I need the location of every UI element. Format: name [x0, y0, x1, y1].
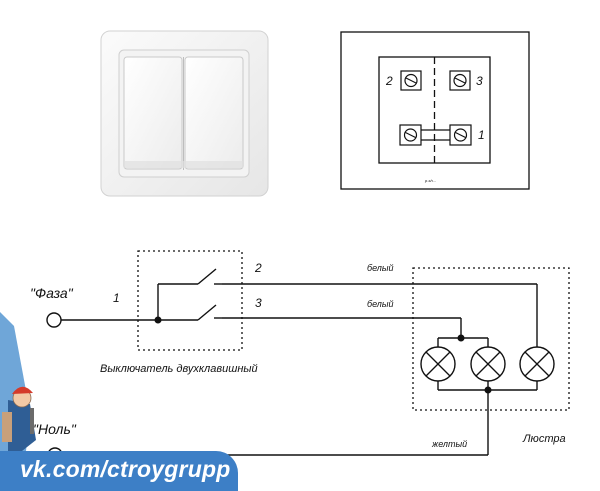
chandelier-box	[412, 267, 570, 411]
neutral-label: "Ноль"	[33, 421, 77, 437]
yellow-wire-label: желтый	[431, 439, 467, 449]
terminal-label-1: 1	[478, 128, 485, 142]
white-wire-top-label: белый	[367, 263, 393, 273]
lamp-2	[470, 346, 506, 382]
wire-2-label: 2	[254, 261, 262, 275]
terminal-label-3: 3	[476, 74, 483, 88]
switch-contact-lower	[197, 304, 217, 321]
switch-photo	[100, 30, 269, 197]
switch-key-right	[184, 56, 244, 170]
chandelier-caption: Люстра	[522, 433, 566, 445]
switch-box	[137, 250, 243, 351]
terminal-block-drawing: 2 3 1 p-sh...	[340, 31, 530, 190]
wire-1-label: 1	[113, 291, 120, 305]
watermark-banner	[0, 451, 238, 491]
terminal-caption: p-sh...	[424, 178, 436, 183]
lamp-1	[420, 346, 456, 382]
switch-key-left	[123, 56, 183, 170]
wiring-diagram	[46, 250, 570, 463]
wire-3-label: 3	[255, 296, 262, 310]
electrician-mascot-icon	[0, 312, 36, 451]
white-wire-bottom-label: белый	[367, 299, 393, 309]
switch-contact-upper	[197, 268, 217, 285]
terminal-label-2: 2	[385, 74, 393, 88]
phase-label: "Фаза"	[30, 285, 74, 301]
lamp-3	[519, 346, 555, 382]
phase-terminal	[46, 312, 62, 328]
switch-caption: Выключатель двухклавишный	[100, 363, 258, 375]
watermark-text: vk.com/ctroygrupp	[20, 456, 231, 482]
